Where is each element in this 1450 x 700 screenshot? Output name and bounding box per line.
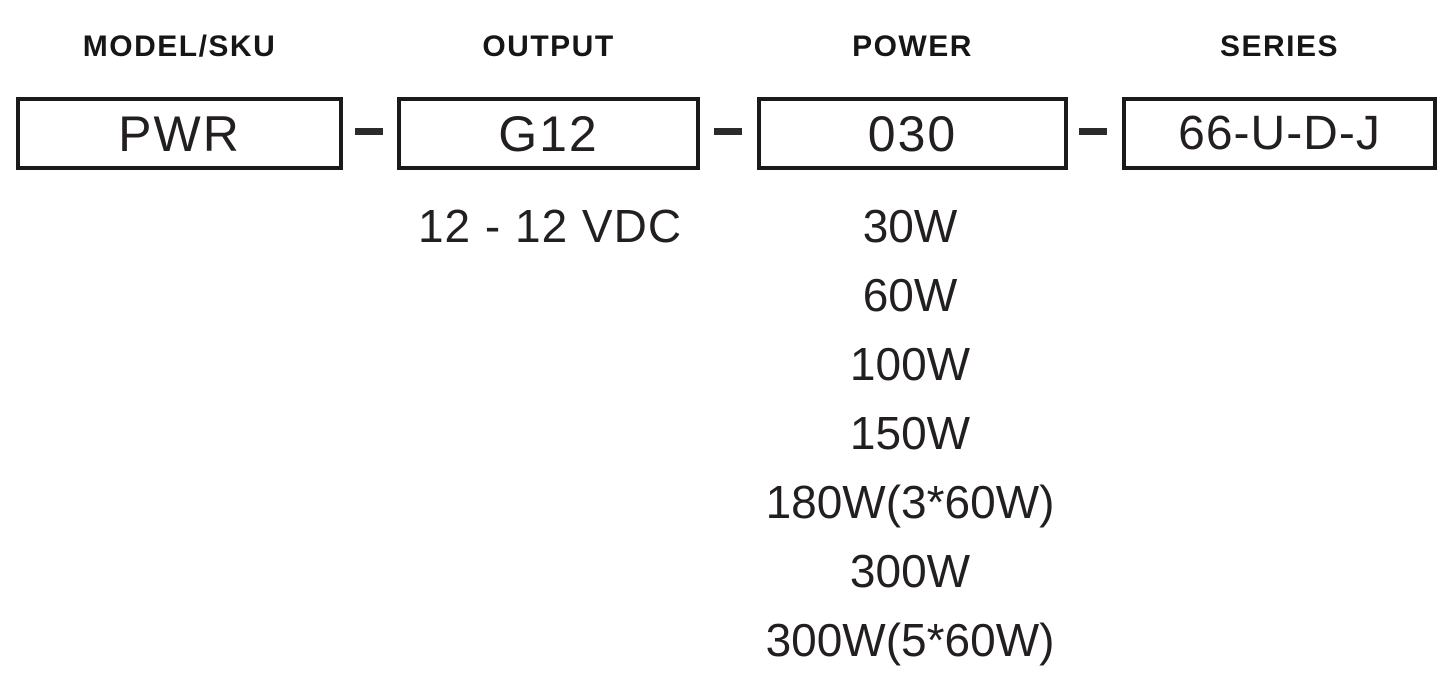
option-item: 300W <box>849 545 971 597</box>
column-header-output: OUTPUT <box>482 30 615 63</box>
column-header-model-sku: MODEL/SKU <box>82 30 277 63</box>
code-box-model-sku[interactable]: PWR <box>16 97 343 170</box>
option-item: 300W(5*60W) <box>765 614 1055 666</box>
option-item: 12 - 12 VDC <box>417 200 683 252</box>
option-list-power: 30W 60W 100W 150W 180W(3*60W) 300W 300W(… <box>680 192 1140 675</box>
option-item: 150W <box>849 407 971 459</box>
option-item: 60W <box>862 269 958 321</box>
option-list-output: 12 - 12 VDC <box>350 192 750 261</box>
separator-dash-icon-2 <box>714 128 742 135</box>
option-item: 180W(3*60W) <box>765 476 1055 528</box>
option-item: 30W <box>862 200 958 252</box>
separator-dash-icon-3 <box>1079 128 1107 135</box>
column-header-power: POWER <box>852 30 973 63</box>
code-box-series[interactable]: 66-U-D-J <box>1122 97 1437 170</box>
code-value-power: 030 <box>867 105 958 162</box>
code-value-output: G12 <box>498 105 599 162</box>
code-box-output[interactable]: G12 <box>397 97 700 170</box>
code-box-power[interactable]: 030 <box>757 97 1068 170</box>
code-value-series: 66-U-D-J <box>1178 106 1381 160</box>
column-header-series: SERIES <box>1219 30 1340 63</box>
separator-dash-icon-1 <box>355 128 383 135</box>
option-item: 100W <box>849 338 971 390</box>
code-value-model-sku: PWR <box>118 105 241 162</box>
